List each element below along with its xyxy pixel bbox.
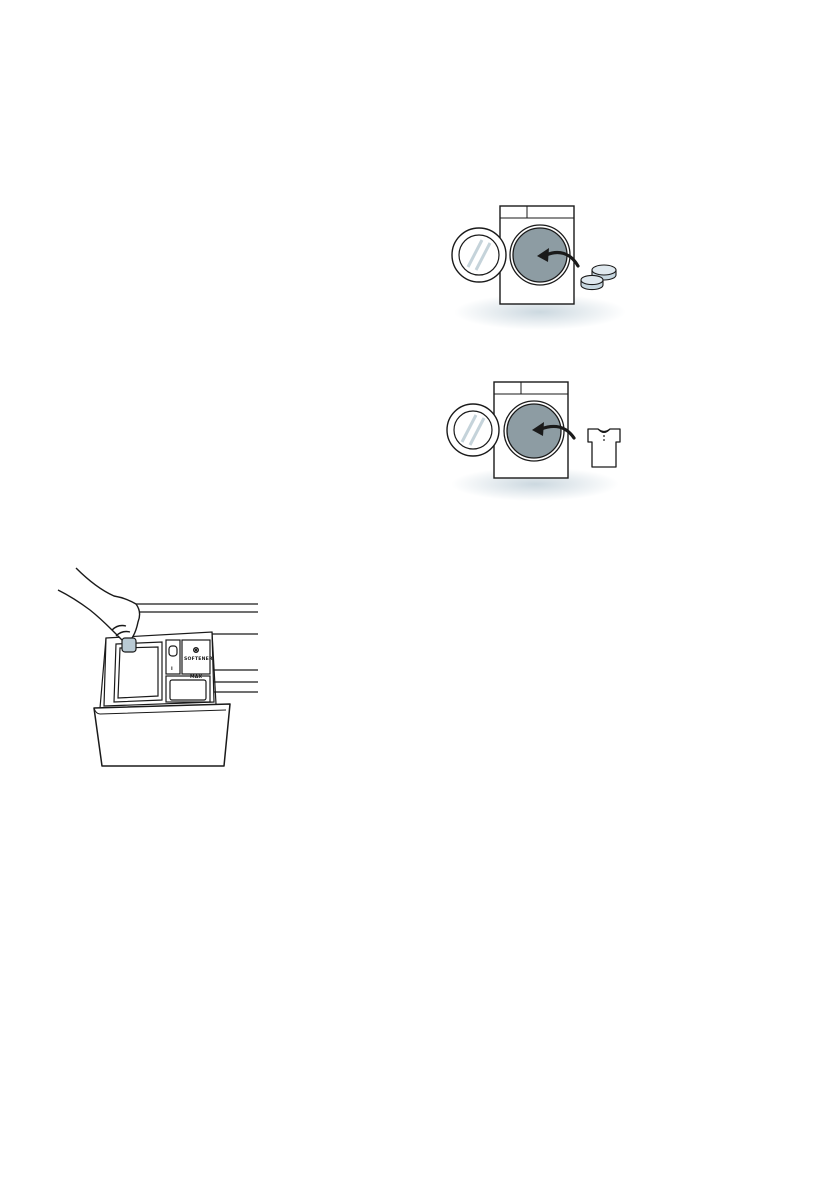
detergent-tablet-icon bbox=[122, 638, 136, 652]
washer-door-glass bbox=[454, 411, 492, 449]
t-shirt-icon bbox=[588, 429, 620, 467]
max-label: MAX bbox=[190, 674, 203, 680]
softener-label: SOFTENER bbox=[184, 656, 213, 662]
washer-laundry-icon bbox=[440, 370, 640, 510]
washer-door-glass bbox=[459, 235, 499, 275]
detergent-tablet-icon bbox=[581, 275, 603, 289]
washer-tablets-icon bbox=[440, 196, 640, 336]
hand-icon bbox=[58, 568, 140, 642]
detergent-drawer-hand-icon: SOFTENER I MAX bbox=[56, 560, 266, 772]
compartment-label: I bbox=[171, 666, 173, 672]
detergent-drawer bbox=[104, 632, 214, 706]
detergent-drawer-illustration: SOFTENER I MAX bbox=[56, 560, 266, 772]
washer-tablets-illustration bbox=[440, 196, 640, 336]
washer-laundry-illustration bbox=[440, 370, 640, 510]
